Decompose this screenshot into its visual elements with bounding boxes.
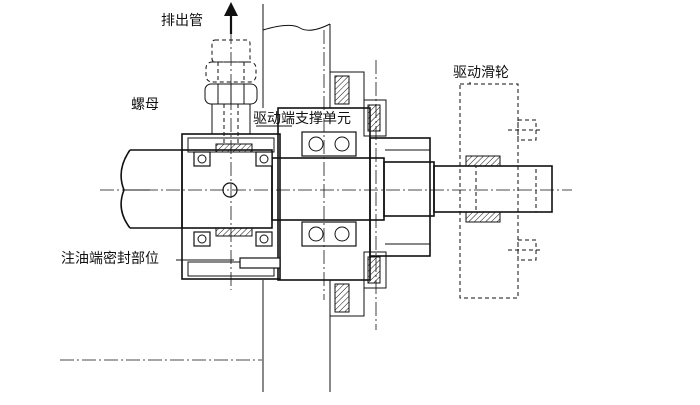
label-nut: 螺母 [131,97,159,113]
bearings [193,131,357,247]
leader-lines [176,82,471,261]
label-drive-pulley: 驱动滑轮 [453,65,509,81]
discharge-arrow [224,2,238,34]
label-drive-support-unit: 驱动端支撑单元 [253,111,351,127]
center-lines [60,30,572,361]
frame-wall [262,4,331,392]
label-discharge-pipe: 排出管 [161,13,203,29]
drive-pulley [459,83,540,299]
label-oil-seal-position: 注油端密封部位 [61,251,159,267]
housing [181,71,431,317]
